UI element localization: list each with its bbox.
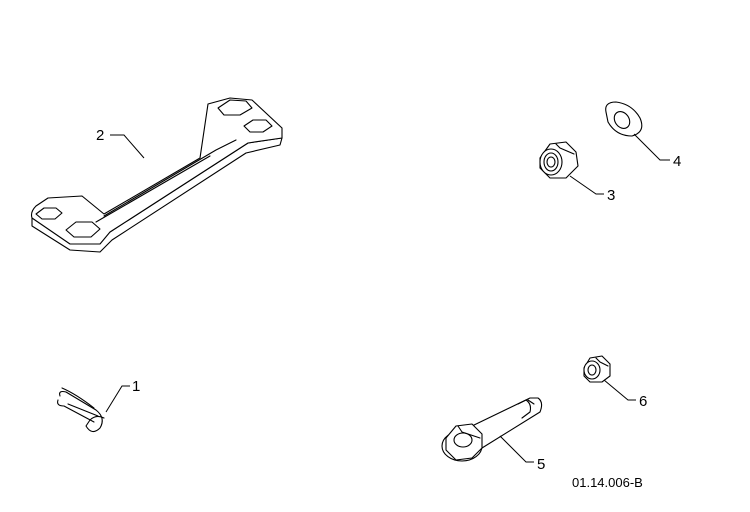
drawing-code: 01.14.006-B (572, 475, 643, 490)
part-6-lock-nut (583, 355, 611, 383)
callout-1: 1 (105, 378, 140, 413)
part-5-flange-bolt (441, 397, 543, 462)
svg-text:3: 3 (607, 187, 615, 204)
part-4-washer (605, 101, 643, 137)
part-2-link-bar (30, 97, 283, 253)
svg-text:5: 5 (537, 456, 545, 473)
callout-3: 3 (569, 175, 615, 204)
part-1-hairpin-clip (57, 387, 105, 433)
part-3-lock-nut (539, 141, 579, 179)
callout-5: 5 (499, 435, 545, 473)
svg-text:2: 2 (96, 127, 104, 144)
callout-2: 2 (96, 127, 145, 159)
callout-4: 4 (633, 133, 681, 170)
svg-text:1: 1 (132, 378, 140, 395)
callout-6: 6 (603, 379, 647, 410)
svg-text:6: 6 (639, 393, 647, 410)
svg-text:4: 4 (673, 153, 681, 170)
